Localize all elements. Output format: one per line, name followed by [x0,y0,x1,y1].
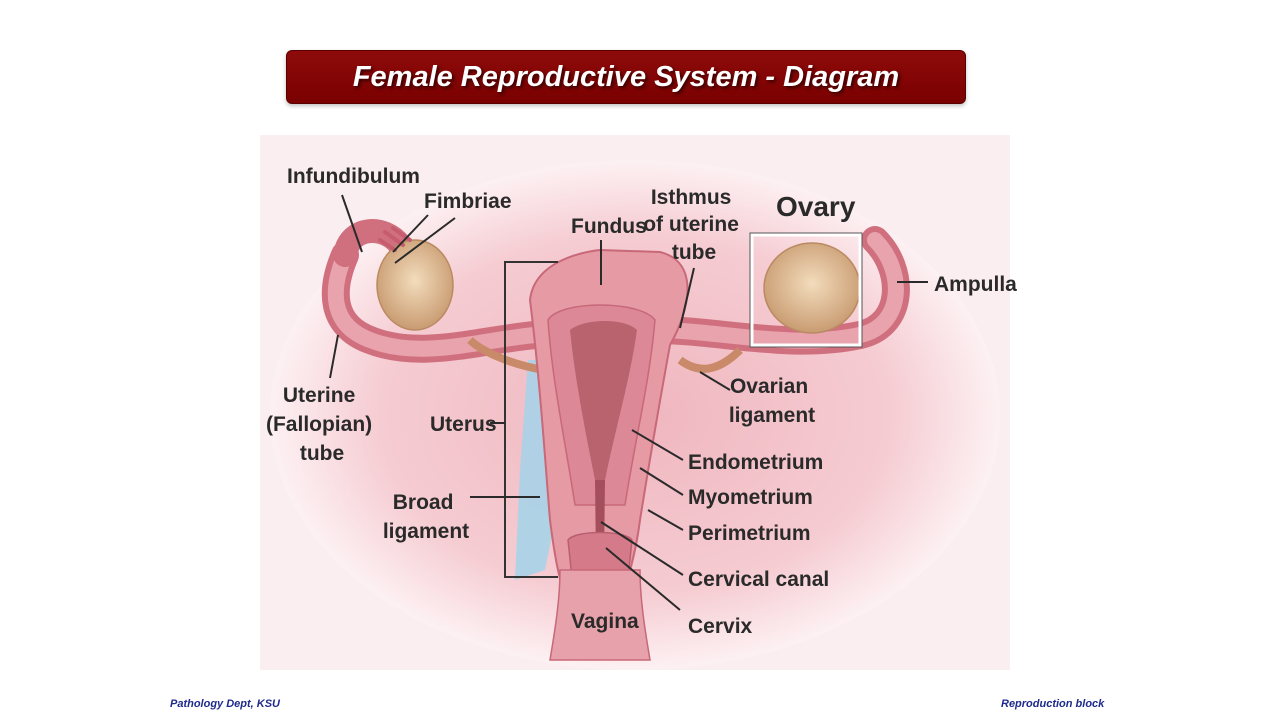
label-cervical-canal: Cervical canal [688,568,829,591]
label-ovary: Ovary [776,191,856,222]
vagina-shape [549,569,651,661]
label-broad-ligament-line-1: Broad [393,491,454,514]
label-isthmus-line-1: Isthmus [651,186,732,209]
right-uterine-tube-inner [647,232,904,349]
left-uterine-tube-inner [327,247,543,357]
uterine-cavity [570,321,637,480]
label-ovarian-ligament: Ovarian ligament [729,375,815,427]
cervix-shape [567,531,633,579]
left-ovary [376,239,454,331]
label-fimbriae: Fimbriae [424,190,512,213]
label-uterus: Uterus [430,413,497,436]
ovary-box-outline [749,232,863,348]
label-isthmus-line-3: tube [672,241,716,264]
label-cervix: Cervix [688,615,753,638]
label-ovarian-ligament-line-1: Ovarian [730,375,808,398]
label-ovarian-ligament-line-2: ligament [729,404,815,427]
label-uterine-tube-line-2: (Fallopian) [266,413,372,436]
diagram: Infundibulum Fimbriae Fundus Isthmus of … [260,135,1017,670]
label-isthmus-line-2: of uterine [643,213,739,236]
label-ampulla: Ampulla [934,273,1017,296]
label-uterine-tube: Uterine (Fallopian) tube [266,384,378,465]
label-isthmus: Isthmus of uterine tube [643,186,745,264]
footer-department: Pathology Dept, KSU [170,698,281,710]
footer-block: Reproduction block [1001,698,1105,710]
label-broad-ligament-line-2: ligament [383,520,469,543]
label-infundibulum: Infundibulum [287,165,420,188]
label-myometrium: Myometrium [688,486,813,509]
title-bar: Female Reproductive System - Diagram [286,50,966,104]
label-fundus: Fundus [571,215,647,238]
right-ovarian-ligament [677,347,743,373]
label-vagina: Vagina [571,610,639,633]
ovary-box [750,233,862,347]
right-ovary [763,242,861,334]
label-perimetrium: Perimetrium [688,522,811,545]
label-endometrium: Endometrium [688,451,823,474]
leader-lines [329,194,928,611]
page-title: Female Reproductive System - Diagram [352,60,900,93]
left-ovarian-ligament [467,337,546,374]
uterus-bracket [504,261,558,578]
label-broad-ligament: Broad ligament [383,491,469,543]
label-uterine-tube-line-3: tube [300,442,344,465]
label-uterine-tube-line-1: Uterine [283,384,355,407]
